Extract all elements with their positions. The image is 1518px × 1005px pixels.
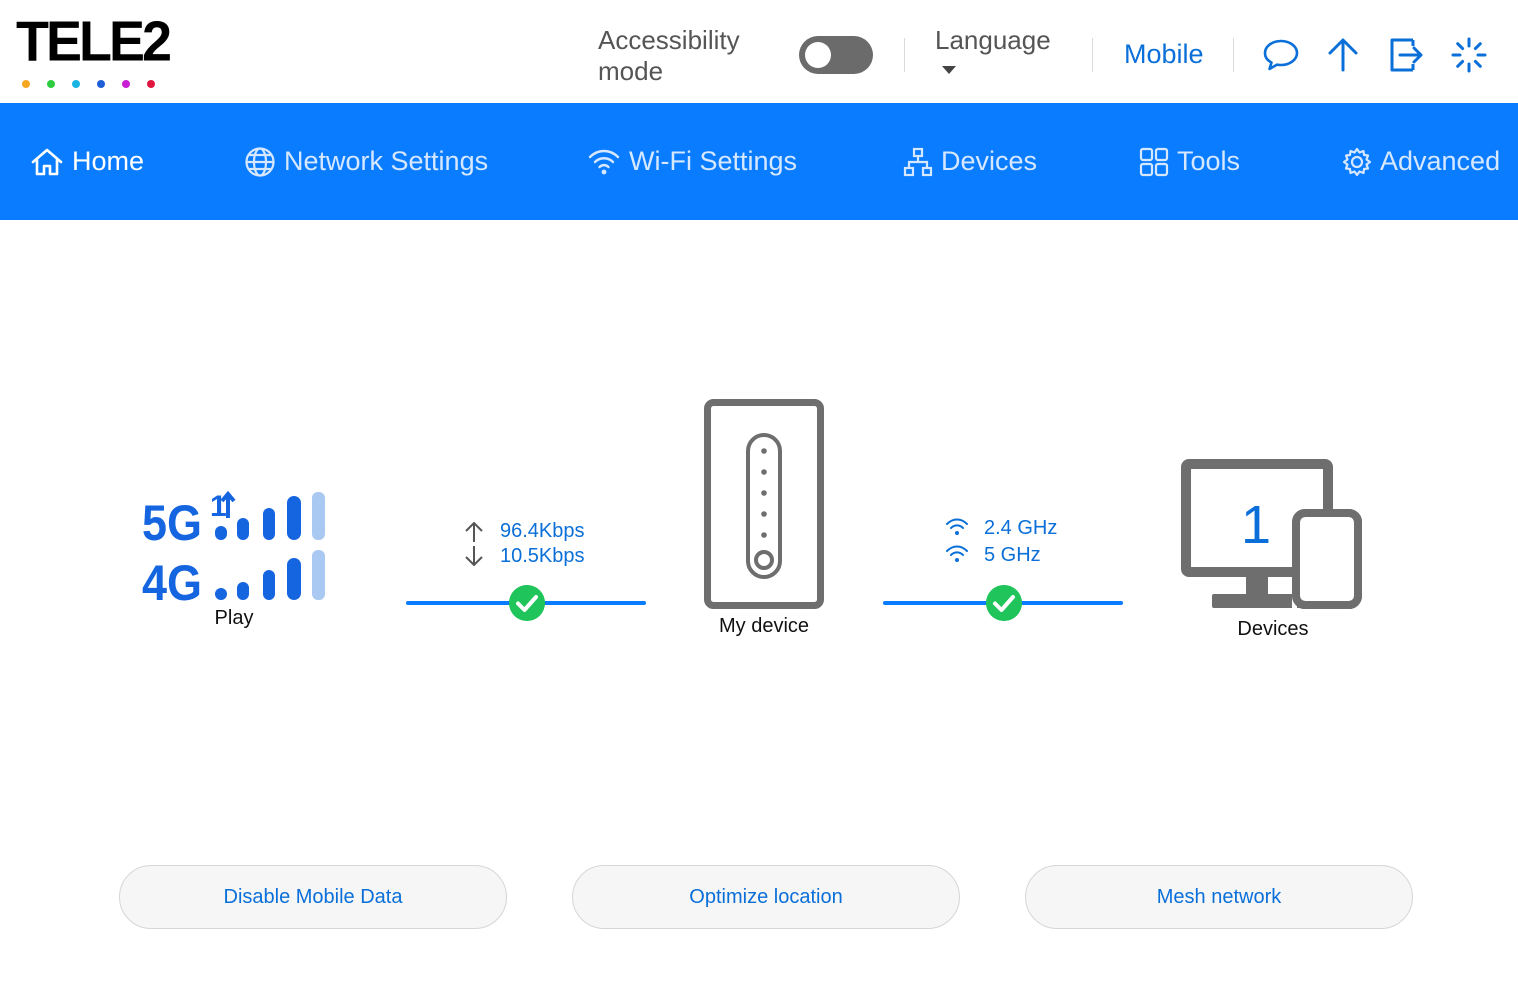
upload-speed: 96.4Kbps bbox=[500, 520, 585, 542]
carrier-label: Play bbox=[214, 607, 254, 629]
connected-devices-icon[interactable] bbox=[1180, 458, 1366, 612]
download-speed: 10.5Kbps bbox=[500, 545, 585, 567]
lte-suffix: 1 bbox=[210, 490, 227, 523]
optimize-location-button[interactable]: Optimize location bbox=[572, 865, 960, 929]
nav-item-label: Wi-Fi Settings bbox=[629, 146, 798, 176]
nav-item-home[interactable]: Home bbox=[30, 103, 144, 220]
logo-dot bbox=[147, 80, 155, 88]
chat-icon[interactable] bbox=[1262, 36, 1300, 74]
logout-icon[interactable] bbox=[1388, 36, 1426, 74]
language-selector[interactable]: Language bbox=[935, 25, 1051, 55]
network-tree-icon bbox=[903, 147, 933, 176]
logo-dot bbox=[47, 80, 55, 88]
badge-5g: 5G bbox=[142, 495, 202, 551]
accessibility-mode-label: Accessibility mode bbox=[598, 25, 740, 86]
signal-badge-icon: 5G 4G 1 bbox=[142, 490, 325, 606]
logo-dot bbox=[97, 80, 105, 88]
nav-item-devices[interactable]: Devices bbox=[903, 103, 1037, 220]
wifi-band-5: 5 GHz bbox=[984, 544, 1041, 566]
home-icon bbox=[31, 148, 63, 175]
router-icon[interactable] bbox=[704, 399, 824, 609]
logo-dot bbox=[122, 80, 130, 88]
logo-text: TELE2 bbox=[16, 10, 172, 73]
grid-icon bbox=[1139, 147, 1169, 176]
badge-4g: 4G bbox=[142, 555, 202, 606]
check-icon bbox=[986, 585, 1022, 621]
wifi-band-icon bbox=[946, 518, 968, 535]
download-arrow-icon bbox=[465, 546, 483, 567]
main-nav: Home Network Settings Wi-Fi Settings bbox=[0, 103, 1518, 220]
nav-item-label: Advanced bbox=[1380, 146, 1501, 176]
upload-icon[interactable] bbox=[1324, 36, 1362, 74]
nav-item-tools[interactable]: Tools bbox=[1139, 103, 1240, 220]
check-icon bbox=[509, 585, 545, 621]
nav-item-label: Devices bbox=[941, 146, 1038, 176]
nav-item-label: Home bbox=[72, 146, 145, 176]
gear-icon bbox=[1342, 147, 1372, 176]
logo-dot bbox=[22, 80, 30, 88]
header-divider bbox=[1233, 38, 1234, 72]
toggle-knob bbox=[805, 42, 831, 68]
header-divider bbox=[1092, 38, 1093, 72]
upload-arrow-icon bbox=[465, 521, 483, 542]
header-divider bbox=[904, 38, 905, 72]
wifi-icon bbox=[588, 149, 620, 174]
nav-item-wifi-settings[interactable]: Wi-Fi Settings bbox=[587, 103, 797, 220]
mesh-network-button[interactable]: Mesh network bbox=[1025, 865, 1413, 929]
nav-item-label: Tools bbox=[1177, 146, 1241, 176]
nav-item-network-settings[interactable]: Network Settings bbox=[244, 103, 488, 220]
top-header: TELE2 Accessibility mode Language Mobile bbox=[0, 0, 1518, 103]
logo-dot bbox=[72, 80, 80, 88]
device-count: 1 bbox=[1240, 495, 1272, 555]
wifi-band-icon bbox=[946, 545, 968, 562]
devices-label: Devices bbox=[1237, 618, 1309, 640]
mobile-link[interactable]: Mobile bbox=[1124, 39, 1204, 69]
nav-item-advanced[interactable]: Advanced bbox=[1342, 103, 1500, 220]
nav-item-label: Network Settings bbox=[284, 146, 489, 176]
globe-icon bbox=[245, 146, 275, 177]
caret-down-icon[interactable] bbox=[942, 66, 956, 74]
accessibility-mode-toggle[interactable] bbox=[799, 36, 873, 74]
tele2-logo[interactable]: TELE2 bbox=[14, 10, 172, 90]
wifi-band-24: 2.4 GHz bbox=[984, 517, 1058, 539]
router-label: My device bbox=[718, 615, 810, 637]
loading-icon[interactable] bbox=[1450, 36, 1488, 74]
disable-mobile-data-button[interactable]: Disable Mobile Data bbox=[119, 865, 507, 929]
